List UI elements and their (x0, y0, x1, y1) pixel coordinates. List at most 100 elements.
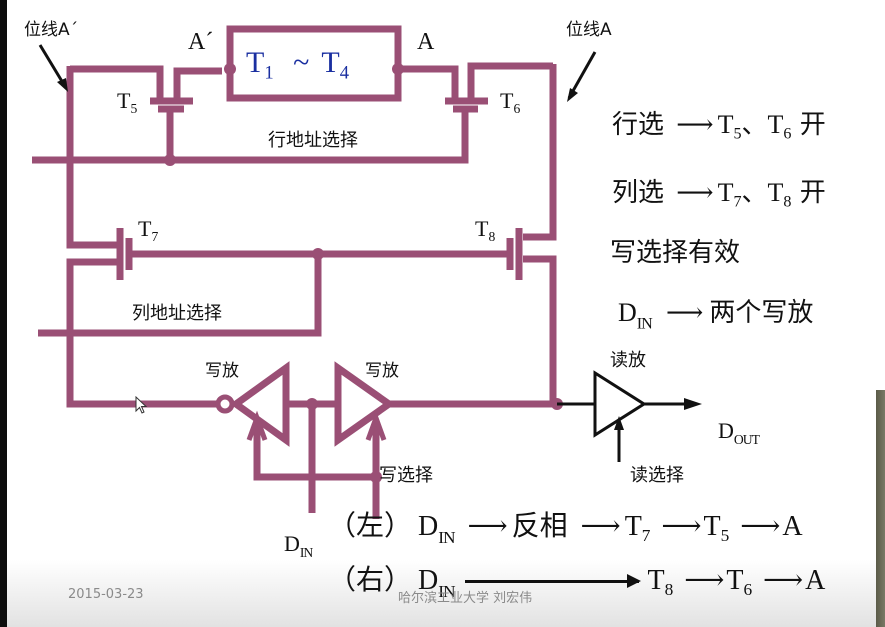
path-left-d: D (418, 511, 439, 542)
dout-label: DOUT (718, 420, 760, 448)
write-select-arrowhead (246, 410, 268, 441)
note-col-lead: 列选 (612, 178, 665, 208)
cell-t1: T (246, 46, 265, 79)
path-right-end: A (805, 565, 826, 596)
din-label: DIN (284, 531, 313, 561)
path-left-end: A (782, 511, 803, 542)
note-row-t6: T (767, 110, 784, 139)
path-right-t6: T (726, 565, 744, 596)
footer-date: 2015-03-23 (68, 587, 144, 602)
t6-label: T6 (500, 88, 521, 116)
bitline-right-pointer-head (567, 88, 578, 102)
read-select-label: 读选择 (630, 465, 684, 486)
arrow-icon: ⟶ (661, 511, 702, 542)
t6-name: T (500, 88, 514, 113)
write-select-label: 写选择 (379, 465, 433, 486)
arrow-icon: ⟶ (580, 511, 621, 542)
arrow-icon: ⟶ (763, 565, 804, 596)
junction-dot (312, 248, 324, 260)
t7-sub: 7 (151, 228, 159, 244)
note-col-t8-sub: 8 (783, 193, 792, 211)
dout-arrowhead (684, 398, 702, 410)
footer-author: 哈尔滨工业大学 刘宏伟 (398, 591, 533, 606)
t5-name: T (117, 88, 131, 113)
note-col-t8: T (767, 178, 784, 207)
bitline-left (66, 66, 120, 249)
note-col-t7: T (717, 178, 734, 207)
read-select-arrowhead (614, 416, 624, 430)
note-col-tail: 开 (799, 178, 826, 208)
t5-label: T5 (117, 88, 138, 116)
t8-name: T (475, 216, 489, 241)
bitline-right-lower (523, 255, 557, 404)
row-select-label: 行地址选择 (268, 130, 358, 151)
path-right-prefix: （右） (328, 563, 413, 596)
arrow-icon: ⟶ (676, 178, 714, 207)
path-left-d-sub: IN (438, 527, 455, 547)
cell-t4: T (321, 46, 340, 79)
t7-label: T7 (138, 216, 159, 244)
note-write-valid: 写选择有效 (610, 238, 741, 268)
din-sub: IN (299, 545, 313, 561)
note-din-sub: IN (636, 315, 653, 333)
note-row-t5: T (717, 110, 734, 139)
video-overlay-edge (876, 390, 885, 627)
path-left-prefix: （左） (328, 509, 413, 542)
long-arrow-icon (465, 574, 642, 588)
path-left-t7: T (624, 511, 642, 542)
bitline-left-pointer-head (57, 78, 68, 92)
path-right-t8: T (647, 565, 665, 596)
t5-source-wire (173, 67, 222, 100)
note-col-t7-sub: 7 (733, 193, 742, 211)
write-select-arrowhead (365, 410, 387, 441)
note-din: DIN ⟶两个写放 (618, 300, 813, 332)
write-amp-right-label: 写放 (365, 361, 399, 381)
junction-dot (164, 154, 176, 166)
arrow-icon: ⟶ (467, 511, 508, 542)
node-left-label: A´ (188, 29, 214, 55)
bitline-right-label: 位线A (566, 20, 612, 40)
note-row-t5-sub: 5 (733, 125, 742, 143)
note-row-select: 行选 ⟶T5、T6 开 (612, 112, 826, 143)
path-right-d: D (418, 565, 439, 596)
read-amp-label: 读放 (610, 350, 646, 371)
din-main: D (284, 531, 300, 556)
dout-sub: OUT (733, 432, 760, 448)
t5-sub: 5 (130, 100, 138, 116)
path-left-t7-sub: 7 (641, 526, 651, 546)
col-select-label: 列地址选择 (132, 303, 222, 324)
t6-sub: 6 (513, 100, 521, 116)
junction-dot (306, 398, 318, 410)
path-left-t5: T (703, 511, 721, 542)
cell-tilde: ~ (293, 46, 310, 79)
write-select-bracket (253, 422, 380, 519)
t6-bitline-wire (467, 62, 553, 100)
cell-label: T1 ~T4 (246, 48, 349, 83)
node-right-label: A (417, 29, 435, 55)
inverter-bubble (215, 394, 235, 414)
t7-name: T (138, 216, 152, 241)
write-amp-left-label: 写放 (205, 361, 239, 381)
note-din-tail: 两个写放 (709, 298, 814, 328)
row-select-line (32, 110, 469, 164)
bitline-left-label: 位线A´ (24, 20, 79, 40)
cell-t4-sub: 4 (339, 62, 349, 84)
arrow-icon: ⟶ (676, 110, 714, 139)
path-right-d-sub: IN (438, 581, 455, 601)
note-col-sep: 、 (741, 178, 768, 208)
cell-terminal-right (392, 63, 404, 75)
path-left-invert: 反相 (511, 509, 568, 542)
t6-node-wire (398, 65, 459, 100)
path-left-t5-sub: 5 (720, 526, 730, 546)
bitline-right (523, 64, 557, 241)
note-row-tail: 开 (799, 110, 826, 140)
path-right-t8-sub: 8 (664, 580, 674, 600)
mouse-cursor-icon (135, 396, 148, 414)
path-left: （左）DIN ⟶反相 ⟶T7 ⟶T5 ⟶A (328, 512, 803, 546)
note-din-d: D (618, 298, 637, 327)
cell-t1-sub: 1 (264, 62, 274, 84)
cell-terminal-left (224, 63, 236, 75)
note-col-select: 列选 ⟶T7、T8 开 (612, 180, 826, 211)
